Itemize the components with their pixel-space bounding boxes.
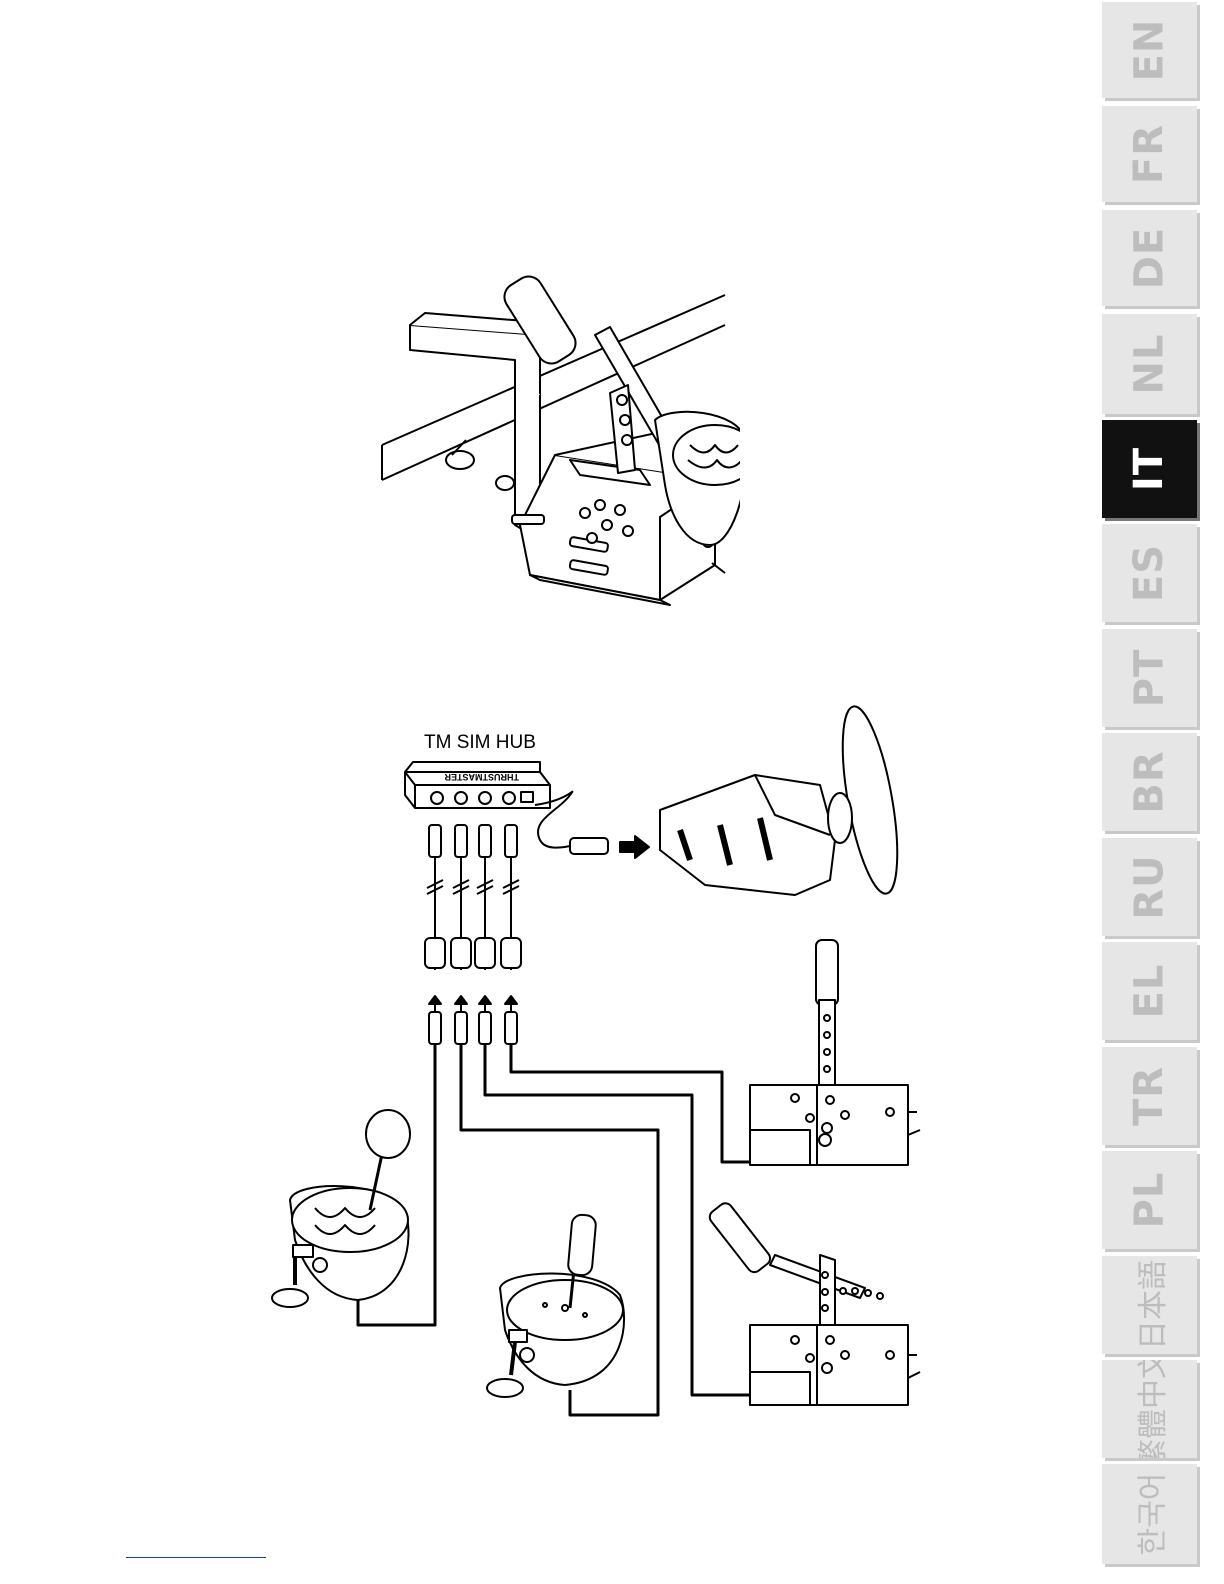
- tab-label: ES: [1126, 544, 1172, 602]
- tab-label: 日本語: [1128, 1260, 1172, 1350]
- tab-ja[interactable]: 日本語: [1102, 1256, 1197, 1354]
- tab-el[interactable]: EL: [1102, 942, 1197, 1040]
- tab-label: BR: [1126, 750, 1172, 813]
- hub-brand: THRUSTMASTER: [444, 772, 519, 782]
- tab-it[interactable]: IT: [1102, 420, 1197, 518]
- tab-label: DE: [1127, 227, 1173, 290]
- tab-fr[interactable]: FR: [1102, 106, 1197, 202]
- tab-label: PT: [1126, 649, 1172, 708]
- tab-label: IT: [1126, 447, 1172, 491]
- tab-label: EN: [1127, 19, 1173, 82]
- tab-de[interactable]: DE: [1102, 210, 1197, 306]
- tab-label: PL: [1127, 1172, 1173, 1229]
- mounted-handbrake-illustration: [370, 255, 740, 615]
- tab-label: 繁體中文: [1128, 1360, 1172, 1458]
- tab-label: NL: [1127, 334, 1173, 395]
- connection-diagram: THRUSTMASTER: [265, 700, 935, 1420]
- handbrake-angled: [707, 1200, 920, 1405]
- footer-link-rule: [126, 1557, 266, 1558]
- tab-zh-tw[interactable]: 繁體中文: [1102, 1360, 1197, 1458]
- tab-nl[interactable]: NL: [1102, 314, 1197, 414]
- tab-label: FR: [1127, 124, 1173, 184]
- tab-pl[interactable]: PL: [1102, 1151, 1197, 1249]
- sequential-shifter: [487, 1214, 624, 1397]
- wheel-base: [660, 703, 908, 898]
- tab-label: RU: [1127, 854, 1173, 919]
- tab-label: EL: [1127, 964, 1173, 1019]
- sim-hub-box: THRUSTMASTER: [405, 762, 550, 808]
- tab-label: TR: [1127, 1066, 1173, 1126]
- tab-ru[interactable]: RU: [1102, 838, 1197, 936]
- tab-ko[interactable]: 한국어: [1102, 1464, 1197, 1564]
- tab-pt[interactable]: PT: [1102, 629, 1197, 727]
- tab-br[interactable]: BR: [1102, 733, 1197, 831]
- tab-tr[interactable]: TR: [1102, 1047, 1197, 1145]
- tab-label: 한국어: [1128, 1473, 1172, 1556]
- h-shifter: [272, 1110, 410, 1307]
- handbrake-vertical: [750, 940, 920, 1165]
- tab-es[interactable]: ES: [1102, 524, 1197, 622]
- tab-en[interactable]: EN: [1102, 2, 1197, 98]
- language-tab-bar: EN FR DE NL IT ES PT BR RU EL TR PL 日本語 …: [1102, 0, 1197, 1584]
